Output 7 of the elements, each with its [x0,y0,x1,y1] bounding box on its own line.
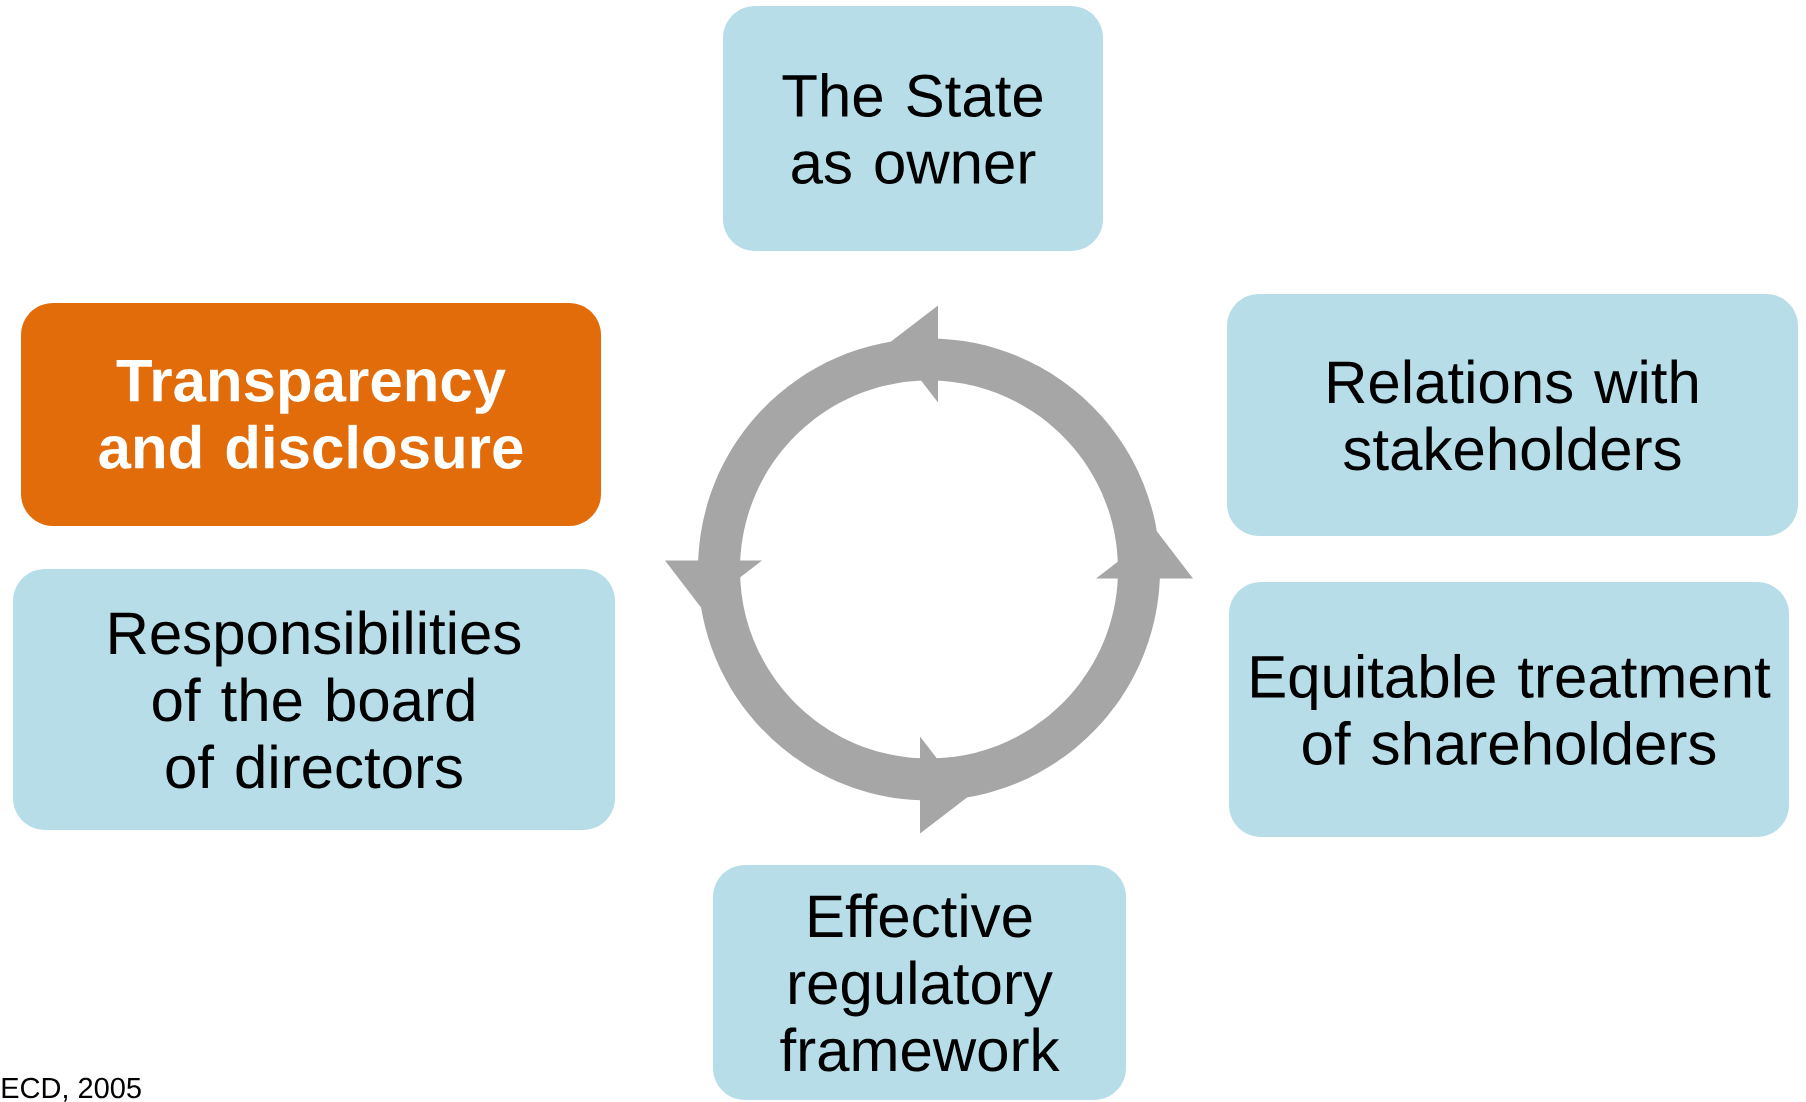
highlighted-box: Transparency and disclosure [21,303,601,526]
topic-box: Effective regulatory framework [713,865,1126,1100]
topic-box: Responsibilities of the board of directors [13,569,615,830]
source-note: ECD, 2005 [2,1077,141,1102]
topic-box: Relations with stakeholders [1227,294,1798,536]
topic-box: The State as owner [723,6,1103,251]
topic-box: Equitable treatment of shareholders [1229,582,1789,837]
